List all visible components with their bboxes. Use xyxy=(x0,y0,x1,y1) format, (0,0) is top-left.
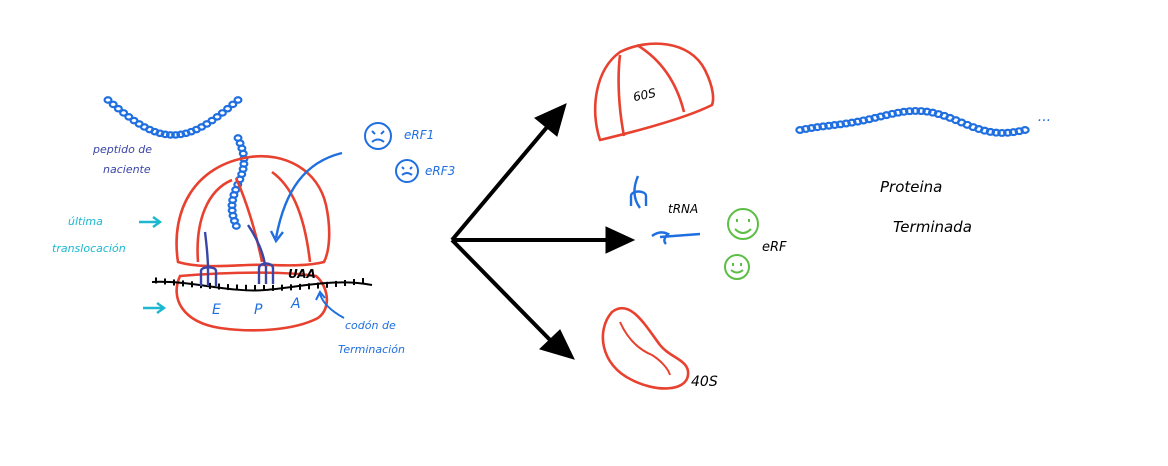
bead xyxy=(103,96,113,104)
bead xyxy=(922,107,932,116)
ribosome-large-subunit xyxy=(175,154,331,268)
bead xyxy=(233,96,243,104)
trna-e-site xyxy=(199,231,218,286)
label-erf: eRF xyxy=(762,240,787,255)
bead xyxy=(904,107,915,116)
finished-protein-chain xyxy=(795,106,1030,137)
dissociation-arrows xyxy=(450,103,636,360)
release-factor-entry-arrow xyxy=(269,151,343,244)
bead xyxy=(985,127,996,136)
erf1-icon xyxy=(364,122,392,150)
bead xyxy=(207,116,217,125)
bead xyxy=(910,106,921,115)
bead xyxy=(835,120,846,129)
small-subunit-40s xyxy=(601,306,690,390)
mrna-strand xyxy=(151,277,373,292)
label-erf1: eRF1 xyxy=(404,128,435,142)
bead xyxy=(228,100,238,109)
bead xyxy=(231,222,241,230)
label-proteina-line2: Terminada xyxy=(893,218,972,236)
bead xyxy=(991,128,1001,137)
label-site-p: P xyxy=(254,302,263,318)
erf3-icon xyxy=(395,159,419,183)
large-subunit-60s xyxy=(593,42,715,142)
bead xyxy=(113,104,123,113)
bead xyxy=(916,107,926,116)
bead xyxy=(124,113,134,121)
bead xyxy=(176,130,186,139)
trna-p-site xyxy=(247,224,275,284)
nascent-peptide-chain xyxy=(103,96,249,230)
stop-codon-pointer-arrow xyxy=(315,290,345,319)
bead xyxy=(1008,128,1019,137)
bead xyxy=(171,131,181,139)
mrna-direction-arrow xyxy=(143,302,167,314)
bead xyxy=(812,123,823,132)
bead xyxy=(165,131,175,139)
bead xyxy=(155,129,165,138)
bead xyxy=(841,119,851,128)
label-40s: 40S xyxy=(691,374,718,390)
label-site-e: E xyxy=(212,302,221,318)
label-ultima-line2: translocación xyxy=(52,242,126,255)
label-proteina-line1: Proteina xyxy=(880,178,943,196)
bead xyxy=(160,130,170,139)
ribosome-small-subunit xyxy=(175,271,329,332)
bead xyxy=(847,118,857,127)
label-peptido-line2: naciente xyxy=(103,163,151,176)
bead xyxy=(108,100,118,109)
label-codon-line1: codón de xyxy=(345,319,396,332)
label-codon-line2: Terminación xyxy=(338,343,405,356)
translocation-arrow xyxy=(139,216,163,228)
bead xyxy=(829,121,840,130)
released-erf-icon xyxy=(724,208,759,280)
bead xyxy=(997,128,1007,137)
bead xyxy=(899,107,909,116)
bead xyxy=(801,124,811,133)
bead xyxy=(217,109,227,117)
bead xyxy=(818,122,828,131)
label-chain-continues: ··· xyxy=(1037,113,1051,129)
bead xyxy=(212,113,222,121)
label-peptido-line1: peptido de xyxy=(93,143,153,156)
label-erf3: eRF3 xyxy=(425,164,456,178)
bead xyxy=(824,121,834,130)
bead xyxy=(223,104,233,113)
bead xyxy=(119,109,129,117)
bead xyxy=(806,124,817,132)
released-trna-icon xyxy=(629,175,701,245)
label-site-a: A xyxy=(291,296,301,312)
bead xyxy=(1020,126,1030,134)
label-stop-codon: UAA xyxy=(288,267,316,281)
label-trna: tRNA xyxy=(668,202,699,216)
bead xyxy=(1002,128,1013,137)
bead xyxy=(893,108,903,117)
label-ultima-line1: última xyxy=(68,215,103,228)
